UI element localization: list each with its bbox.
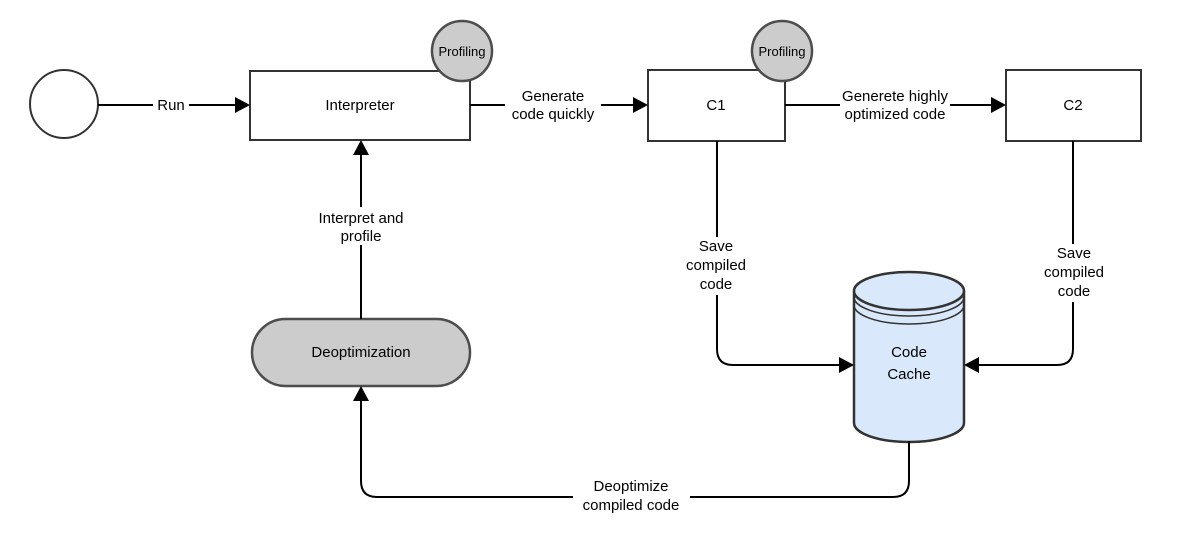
interpret-label-line1: Interpret and	[318, 210, 403, 227]
generate-label-line2: code quickly	[512, 106, 595, 123]
generate-label-bg	[505, 87, 601, 124]
optimize-label-bg	[840, 87, 950, 124]
save-c2-label-line2: compiled	[1044, 264, 1104, 281]
optimize-label-line1: Generete highly	[842, 88, 948, 105]
code-cache-label-line1: Code	[891, 344, 927, 361]
optimize-label-line2: optimized code	[845, 106, 946, 123]
save-c2-line	[978, 141, 1074, 366]
c1-box	[647, 69, 786, 142]
c1-label: C1	[706, 97, 725, 114]
code-cache-label-line2: Cache	[887, 366, 930, 383]
edge-save-c2	[964, 141, 1074, 373]
save-c1-label-line1: Save	[699, 238, 733, 255]
c2-box	[1005, 69, 1142, 142]
interpreter-box	[249, 70, 471, 141]
edge-save-c1	[716, 141, 854, 373]
profiling-label: Profiling	[439, 44, 486, 59]
profiling-badge-circle	[430, 19, 494, 83]
arrowhead-up-icon	[353, 386, 369, 401]
cylinder-ring	[853, 296, 965, 317]
node-c1	[647, 69, 786, 142]
save-c1-line	[716, 141, 840, 366]
run-label: Run	[157, 97, 185, 114]
deoptimization-label: Deoptimization	[311, 344, 410, 361]
interpreter-label: Interpreter	[325, 97, 394, 114]
arrowhead-right-icon	[991, 97, 1006, 113]
save-c2-label-line1: Save	[1057, 245, 1091, 262]
profiling-label: Profiling	[759, 44, 806, 59]
node-c2	[1005, 69, 1142, 142]
arrowhead-right-icon	[235, 97, 250, 113]
arrowhead-right-icon	[839, 357, 854, 373]
c2-label: C2	[1063, 97, 1082, 114]
cylinder-ring	[853, 304, 965, 325]
interpret-label-line2: profile	[341, 228, 382, 245]
deoptimize-label-line1: Deoptimize	[593, 478, 668, 495]
node-profiling-interpreter	[430, 19, 494, 83]
deoptimize-label-line2: compiled code	[583, 497, 680, 514]
node-start	[29, 69, 99, 139]
run-label-bg	[153, 95, 189, 115]
save-c1-label-bg	[683, 237, 749, 295]
node-profiling-c1	[750, 19, 814, 83]
deoptimize-label-bg	[573, 477, 690, 514]
arrowhead-up-icon	[353, 140, 369, 155]
code-cache-cylinder-top	[852, 270, 966, 312]
save-c1-label-line3: code	[700, 276, 733, 293]
node-interpreter	[249, 70, 471, 141]
save-c1-label-line2: compiled	[686, 257, 746, 274]
start-circle	[29, 69, 99, 139]
save-c2-label-line3: code	[1058, 283, 1091, 300]
arrowhead-left-icon	[964, 357, 979, 373]
arrowhead-right-icon	[633, 97, 648, 113]
profiling-badge-circle	[750, 19, 814, 83]
interpret-label-bg	[315, 207, 407, 245]
generate-label-line1: Generate	[522, 88, 585, 105]
save-c2-label-bg	[1041, 244, 1107, 302]
